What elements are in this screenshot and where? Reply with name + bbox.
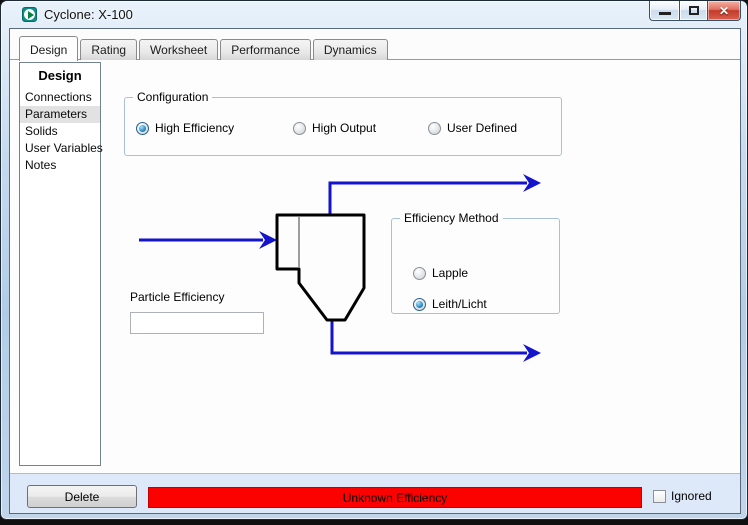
window-controls: ✕ bbox=[649, 1, 741, 21]
minimize-icon bbox=[658, 12, 671, 15]
tab-dynamics[interactable]: Dynamics bbox=[312, 39, 388, 60]
radio-high-output[interactable]: High Output bbox=[293, 121, 376, 135]
radio-high-efficiency-label: High Efficiency bbox=[155, 121, 235, 135]
sidebar-item-parameters[interactable]: Parameters bbox=[20, 106, 100, 123]
sidebar-item-user-variables[interactable]: User Variables bbox=[25, 141, 103, 155]
radio-lapple[interactable]: Lapple bbox=[413, 266, 468, 280]
status-bar: Unknown Efficiency bbox=[148, 487, 642, 508]
radio-high-efficiency-icon[interactable] bbox=[136, 121, 149, 135]
efficiency-method-legend: Efficiency Method bbox=[400, 211, 503, 225]
cyclone-body-outline bbox=[275, 213, 366, 322]
ignored-checkbox-row[interactable]: Ignored bbox=[653, 489, 712, 503]
overhead-stream-arrowhead bbox=[523, 174, 541, 192]
delete-button[interactable]: Delete bbox=[27, 485, 137, 508]
close-button[interactable]: ✕ bbox=[708, 1, 741, 21]
configuration-groupbox: Configuration High Efficiency High Outpu… bbox=[124, 90, 562, 156]
sidebar-item-solids[interactable]: Solids bbox=[25, 124, 58, 138]
sidebar-item-notes[interactable]: Notes bbox=[25, 158, 57, 172]
design-sidebar: Design Connections Parameters Solids Use… bbox=[19, 62, 103, 466]
solids-stream-line bbox=[330, 320, 527, 355]
cyclone-app-icon bbox=[22, 7, 37, 22]
radio-user-defined-label: User Defined bbox=[447, 121, 518, 135]
tab-performance[interactable]: Performance bbox=[220, 39, 311, 60]
restore-icon bbox=[688, 6, 699, 15]
app-icon-disc bbox=[24, 9, 35, 20]
radio-leith-licht[interactable]: Leith/Licht bbox=[413, 297, 487, 311]
inlet-stream-arrowhead bbox=[259, 231, 277, 249]
radio-leith-licht-label: Leith/Licht bbox=[432, 297, 487, 311]
tab-worksheet[interactable]: Worksheet bbox=[139, 39, 219, 60]
minimize-button[interactable] bbox=[649, 1, 679, 21]
footer-bar: Delete Unknown Efficiency Ignored bbox=[10, 473, 740, 513]
client-area: Design Rating Worksheet Performance Dyna… bbox=[9, 28, 741, 514]
efficiency-method-groupbox: Efficiency Method Lapple Leith/Licht bbox=[391, 211, 560, 314]
radio-user-defined[interactable]: User Defined bbox=[428, 121, 517, 135]
radio-high-efficiency[interactable]: High Efficiency bbox=[136, 121, 234, 135]
tab-design[interactable]: Design bbox=[19, 36, 79, 61]
radio-lapple-icon[interactable] bbox=[413, 266, 426, 280]
title-bar[interactable]: Cyclone: X-100 ✕ bbox=[1, 1, 747, 28]
close-icon: ✕ bbox=[718, 3, 730, 18]
radio-lapple-label: Lapple bbox=[432, 266, 469, 280]
radio-high-output-icon[interactable] bbox=[293, 121, 306, 135]
tab-strip: Design Rating Worksheet Performance Dyna… bbox=[19, 34, 390, 61]
sidebar-header: Design bbox=[38, 68, 82, 83]
radio-leith-licht-icon[interactable] bbox=[413, 297, 426, 311]
particle-efficiency-label: Particle Efficiency bbox=[130, 290, 225, 304]
ignored-label: Ignored bbox=[671, 489, 712, 503]
solids-stream-arrowhead bbox=[523, 344, 541, 362]
radio-user-defined-icon[interactable] bbox=[428, 121, 441, 135]
sidebar-item-connections[interactable]: Connections bbox=[25, 90, 92, 104]
configuration-legend: Configuration bbox=[133, 90, 213, 104]
tab-rating[interactable]: Rating bbox=[80, 39, 138, 60]
window-title: Cyclone: X-100 bbox=[44, 7, 133, 22]
restore-button[interactable] bbox=[679, 1, 708, 21]
design-tab-page: Design Connections Parameters Solids Use… bbox=[10, 60, 740, 473]
radio-high-output-label: High Output bbox=[312, 121, 377, 135]
particle-efficiency-input[interactable] bbox=[130, 312, 264, 334]
ignored-checkbox[interactable] bbox=[653, 489, 666, 503]
play-triangle-icon bbox=[27, 10, 34, 19]
